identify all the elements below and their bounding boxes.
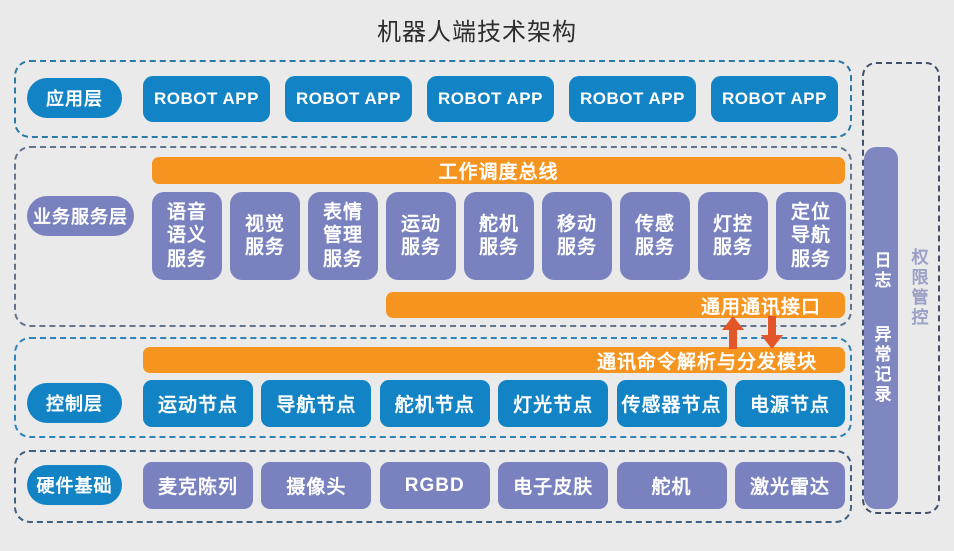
log-label: 日志 xyxy=(871,251,891,291)
control-nodes-row: 运动节点 导航节点 舵机节点 灯光节点 传感器节点 电源节点 xyxy=(143,380,845,427)
command-parsing-bar: 通讯命令解析与分发模块 xyxy=(143,347,845,373)
hw-box-lidar: 激光雷达 xyxy=(734,462,845,509)
hardware-layer-label: 硬件基础 xyxy=(27,465,122,505)
robot-app-box: ROBOT APP xyxy=(569,76,696,122)
service-box-vision: 视觉 服务 xyxy=(230,192,300,280)
robot-app-box: ROBOT APP xyxy=(285,76,412,122)
robot-app-box: ROBOT APP xyxy=(711,76,838,122)
hardware-layer-group: 硬件基础 麦克陈列 摄像头 RGBD 电子皮肤 舵机 激光雷达 xyxy=(14,450,852,523)
services-row: 语音 语义 服务 视觉 服务 表情 管理 服务 运动 服务 舵机 服务 移动 服… xyxy=(152,192,846,280)
hardware-row: 麦克陈列 摄像头 RGBD 电子皮肤 舵机 激光雷达 xyxy=(143,462,845,509)
service-layer-label: 业务服务层 xyxy=(27,196,134,236)
node-box-sensor: 传感器节点 xyxy=(616,380,727,427)
service-box-navigation: 定位 导航 服务 xyxy=(776,192,846,280)
node-box-motion: 运动节点 xyxy=(143,380,253,427)
scheduling-bus-bar: 工作调度总线 xyxy=(152,157,845,184)
service-box-expression: 表情 管理 服务 xyxy=(308,192,378,280)
service-box-speech: 语音 语义 服务 xyxy=(152,192,222,280)
permission-control-group: 日志异常记录 权限管控 xyxy=(862,62,940,514)
robot-app-box: ROBOT APP xyxy=(427,76,554,122)
hw-box-rgbd: RGBD xyxy=(379,462,490,509)
service-box-sensing: 传感 服务 xyxy=(620,192,690,280)
service-box-mobility: 移动 服务 xyxy=(542,192,612,280)
application-layer-label: 应用层 xyxy=(27,78,122,118)
hw-box-e-skin: 电子皮肤 xyxy=(498,462,609,509)
node-box-servo: 舵机节点 xyxy=(379,380,490,427)
robot-app-box: ROBOT APP xyxy=(143,76,270,122)
exception-record-label: 异常记录 xyxy=(871,325,891,405)
application-layer-group: 应用层 ROBOT APP ROBOT APP ROBOT APP ROBOT … xyxy=(14,60,852,138)
hw-box-camera: 摄像头 xyxy=(261,462,372,509)
node-box-nav: 导航节点 xyxy=(261,380,372,427)
service-box-servo: 舵机 服务 xyxy=(464,192,534,280)
service-box-motion: 运动 服务 xyxy=(386,192,456,280)
comm-interface-bar: 通用通讯接口 xyxy=(386,292,845,318)
service-layer-group: 工作调度总线 业务服务层 语音 语义 服务 视觉 服务 表情 管理 服务 运动 … xyxy=(14,146,852,327)
permission-label: 权限管控 xyxy=(908,248,928,328)
log-exception-text: 日志异常记录 xyxy=(869,251,894,405)
control-layer-group: 通讯命令解析与分发模块 控制层 运动节点 导航节点 舵机节点 灯光节点 传感器节… xyxy=(14,337,852,438)
node-box-light: 灯光节点 xyxy=(498,380,609,427)
log-exception-bar: 日志异常记录 xyxy=(864,147,898,509)
arrow-up-icon xyxy=(722,316,744,349)
permission-zone: 权限管控 xyxy=(898,64,938,512)
hw-box-servo: 舵机 xyxy=(616,462,727,509)
service-box-lighting: 灯控 服务 xyxy=(698,192,768,280)
diagram-title: 机器人端技术架构 xyxy=(377,19,577,46)
arrow-down-icon xyxy=(761,316,783,349)
node-box-power: 电源节点 xyxy=(734,380,845,427)
control-layer-label: 控制层 xyxy=(27,383,122,423)
hw-box-mic-array: 麦克陈列 xyxy=(143,462,253,509)
